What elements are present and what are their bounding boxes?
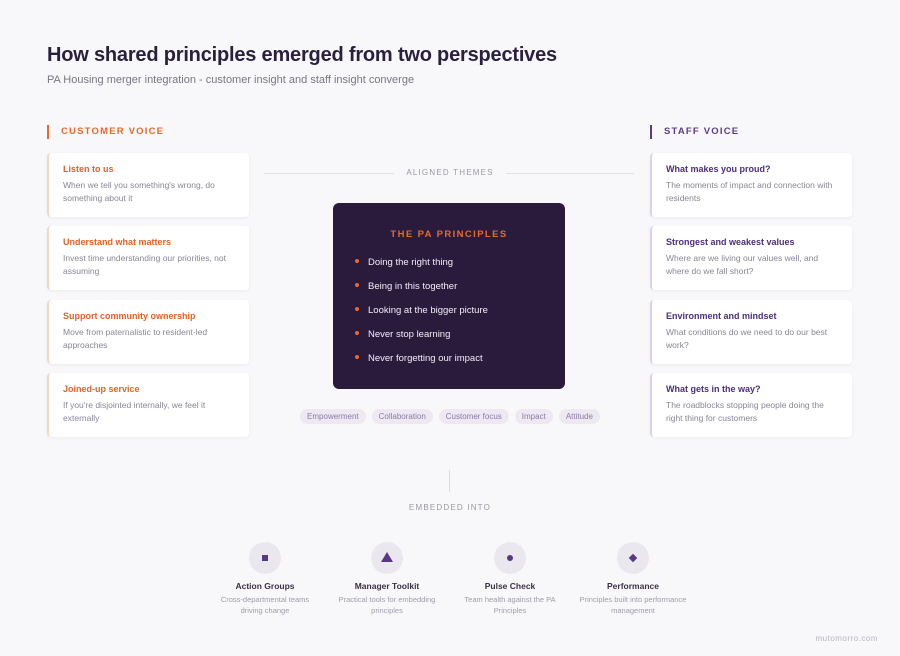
embedded-item-manager-toolkit: Manager Toolkit Practical tools for embe… bbox=[332, 542, 442, 616]
staff-card-title: Environment and mindset bbox=[666, 311, 777, 321]
customer-card-title: Understand what matters bbox=[63, 237, 172, 247]
embedded-desc: Principles built into performance manage… bbox=[579, 595, 687, 615]
principle-text: Never stop learning bbox=[368, 329, 451, 340]
staff-card: Strongest and weakest values Where are w… bbox=[650, 226, 852, 290]
bullet-dot bbox=[355, 355, 359, 360]
page-title: How shared principles emerged from two p… bbox=[47, 44, 557, 66]
staff-card-desc: What conditions do we need to do our bes… bbox=[666, 327, 828, 350]
embedded-desc: Practical tools for embedding principles bbox=[338, 595, 436, 615]
staff-card-desc: Where are we living our values well, and… bbox=[666, 253, 819, 276]
principle-text: Never forgetting our impact bbox=[368, 353, 483, 364]
staff-card-title: What makes you proud? bbox=[666, 164, 771, 174]
customer-voice-heading: CUSTOMER VOICE bbox=[47, 125, 164, 139]
embedded-item-pulse-check: Pulse Check Team health against the PA P… bbox=[455, 542, 565, 616]
footer-brand: mutomorro.com bbox=[815, 634, 878, 643]
theme-tag: Attitude bbox=[558, 409, 600, 424]
customer-card-desc: Invest time understanding our priorities… bbox=[63, 253, 227, 276]
bullet-dot bbox=[355, 331, 359, 336]
theme-tag: Empowerment bbox=[300, 409, 366, 424]
principle-text: Being in this together bbox=[368, 281, 458, 292]
bullet-dot bbox=[355, 259, 359, 264]
principle-item: Being in this together bbox=[355, 281, 457, 292]
customer-card: Listen to us When we tell you something'… bbox=[47, 153, 249, 217]
principles-title: THE PA PRINCIPLES bbox=[390, 229, 508, 240]
theme-tag: Customer focus bbox=[438, 409, 509, 424]
staff-card-desc: The roadblocks stopping people doing the… bbox=[666, 400, 824, 423]
embedded-desc: Team health against the PA Principles bbox=[464, 595, 556, 615]
principle-text: Doing the right thing bbox=[368, 257, 454, 268]
aligned-themes-label: ALIGNED THEMES bbox=[406, 168, 494, 177]
staff-card: Environment and mindset What conditions … bbox=[650, 300, 852, 364]
aligned-themes-line-right bbox=[506, 173, 634, 174]
embedded-title: Action Groups bbox=[235, 581, 295, 591]
embedded-title: Manager Toolkit bbox=[354, 581, 420, 591]
embedded-title: Pulse Check bbox=[484, 581, 536, 591]
embedded-desc: Cross-departmental teams driving change bbox=[220, 595, 310, 615]
customer-card-desc: If you're disjointed internally, we feel… bbox=[63, 400, 206, 423]
embedded-title: Performance bbox=[607, 581, 659, 591]
customer-card: Understand what matters Invest time unde… bbox=[47, 226, 249, 290]
theme-tag: Collaboration bbox=[371, 409, 433, 424]
principle-item: Doing the right thing bbox=[355, 257, 453, 268]
square-icon bbox=[249, 542, 281, 574]
staff-voice-heading: STAFF VOICE bbox=[650, 125, 739, 139]
principle-item: Never forgetting our impact bbox=[355, 353, 483, 364]
embedded-item-performance: Performance Principles built into perfor… bbox=[578, 542, 688, 616]
embedded-into-label: EMBEDDED INTO bbox=[408, 503, 492, 512]
staff-card: What gets in the way? The roadblocks sto… bbox=[650, 373, 852, 437]
customer-card-title: Support community ownership bbox=[63, 311, 196, 321]
staff-card-title: What gets in the way? bbox=[666, 384, 761, 394]
customer-card-desc: Move from paternalistic to resident-led … bbox=[63, 327, 208, 350]
staff-card-title: Strongest and weakest values bbox=[666, 237, 795, 247]
customer-card-desc: When we tell you something's wrong, do s… bbox=[63, 180, 215, 203]
customer-card-title: Listen to us bbox=[63, 164, 114, 174]
page-subtitle: PA Housing merger integration - customer… bbox=[47, 74, 415, 86]
staff-card-desc: The moments of impact and connection wit… bbox=[666, 180, 833, 203]
theme-tags: Empowerment Collaboration Customer focus… bbox=[300, 409, 600, 424]
diamond-icon bbox=[617, 542, 649, 574]
principle-text: Looking at the bigger picture bbox=[368, 305, 488, 316]
bullet-dot bbox=[355, 307, 359, 312]
principles-box: THE PA PRINCIPLES Doing the right thing … bbox=[333, 203, 565, 389]
aligned-themes-line-left bbox=[264, 173, 394, 174]
triangle-icon bbox=[371, 542, 403, 574]
customer-card: Support community ownership Move from pa… bbox=[47, 300, 249, 364]
circle-icon bbox=[494, 542, 526, 574]
bullet-dot bbox=[355, 283, 359, 288]
embedded-item-action-groups: Action Groups Cross-departmental teams d… bbox=[210, 542, 320, 616]
principle-item: Looking at the bigger picture bbox=[355, 305, 488, 316]
staff-card: What makes you proud? The moments of imp… bbox=[650, 153, 852, 217]
theme-tag: Impact bbox=[514, 409, 553, 424]
principle-item: Never stop learning bbox=[355, 329, 450, 340]
customer-card: Joined-up service If you're disjointed i… bbox=[47, 373, 249, 437]
customer-card-title: Joined-up service bbox=[63, 384, 140, 394]
connector-line bbox=[449, 470, 450, 492]
